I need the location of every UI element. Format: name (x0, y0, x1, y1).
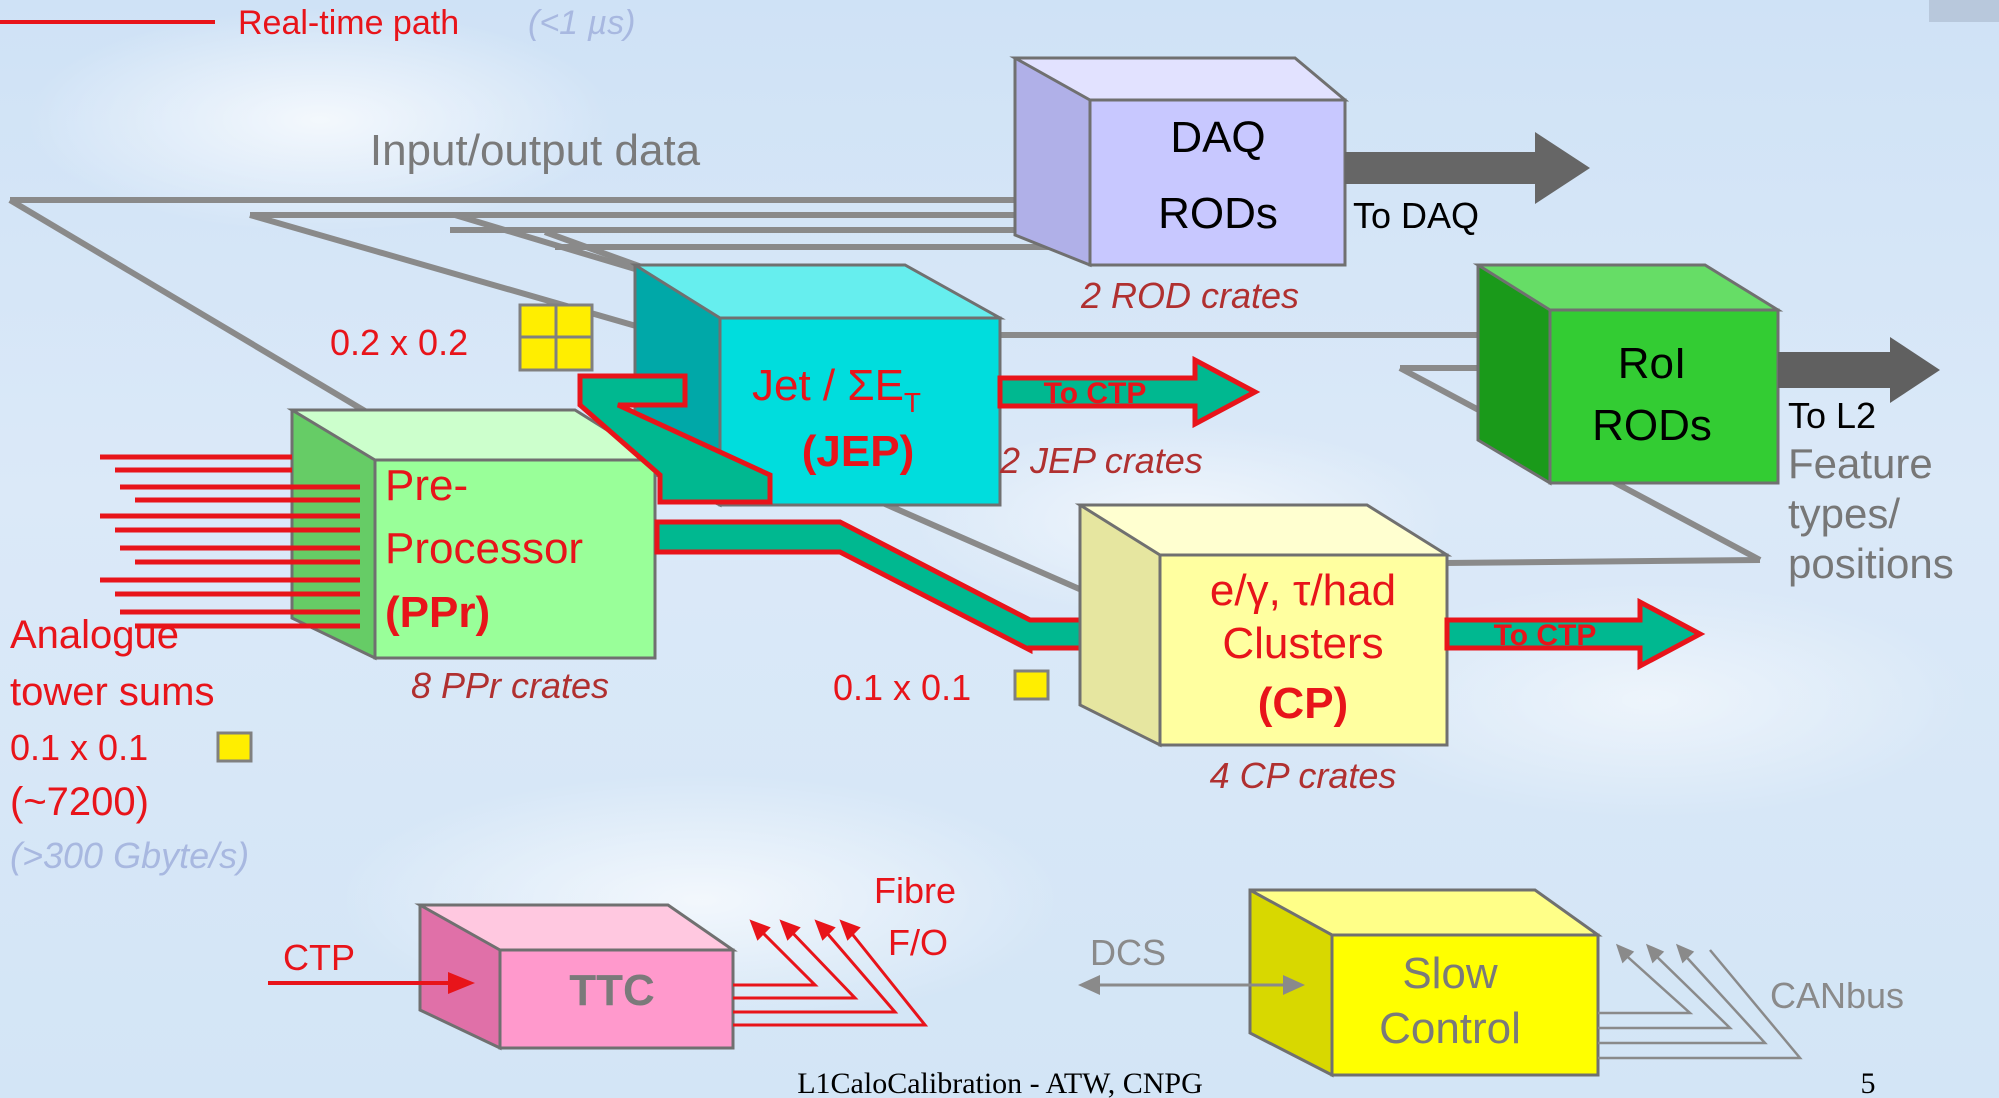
feature-label-3: positions (1788, 540, 1954, 587)
ppr-caption: 8 PPr crates (411, 665, 609, 706)
ctp-input-label: CTP (283, 937, 355, 978)
jep-to-ctp-label: To CTP (1044, 377, 1147, 410)
cp-to-ctp-arrow: To CTP (1444, 597, 1706, 671)
daq-label-2: RODs (1158, 189, 1278, 238)
roi-rods-box: RoI RODs (1472, 263, 1784, 486)
roi-label-2: RODs (1592, 401, 1712, 450)
analogue-label-1: Analogue (10, 613, 179, 657)
analogue-label-3: 0.1 x 0.1 (10, 727, 148, 768)
cp-granularity-label: 0.1 x 0.1 (833, 667, 971, 708)
canbus-lines (1598, 943, 1803, 1060)
io-data-label: Input/output data (370, 126, 701, 175)
fibre-label-2: F/O (888, 922, 948, 963)
feature-label-2: types/ (1788, 490, 1900, 537)
jep-box: Jet / ΣET (JEP) (629, 263, 1006, 508)
page-number: 5 (1861, 1067, 1876, 1098)
daq-caption: 2 ROD crates (1080, 275, 1299, 316)
to-l2-label: To L2 (1788, 395, 1876, 436)
feature-label-1: Feature (1788, 440, 1933, 487)
slow-label-1: Slow (1402, 949, 1498, 998)
cp-caption: 4 CP crates (1210, 755, 1397, 796)
to-l2-arrow (1778, 337, 1940, 403)
roi-label-1: RoI (1618, 339, 1686, 388)
ppr-cp-link (654, 519, 1133, 655)
jep-caption: 2 JEP crates (999, 440, 1203, 481)
ppr-label-1: Pre- (385, 461, 468, 510)
ppr-label-2: Processor (385, 524, 583, 573)
ppr-box: Pre- Processor (PPr) (286, 408, 661, 661)
fibre-fanout-lines (733, 919, 929, 1027)
jep-granularity-label: 0.2 x 0.2 (330, 322, 468, 363)
ttc-label: TTC (569, 966, 655, 1015)
analogue-granularity-square (216, 731, 253, 763)
slow-control-box: Slow Control (1248, 888, 1603, 1078)
cp-label-2: Clusters (1222, 619, 1383, 668)
cp-box: e/γ, τ/had Clusters (CP) (1074, 503, 1453, 748)
daq-label-1: DAQ (1170, 113, 1265, 162)
ppr-label-3: (PPr) (385, 588, 490, 637)
corner-decoration (1929, 0, 1999, 22)
daq-rods-box: DAQ RODs (1009, 56, 1350, 268)
legend-latency: (<1 µs) (528, 4, 635, 42)
jep-to-ctp-arrow: To CTP (997, 355, 1261, 429)
cp-label-3: (CP) (1258, 679, 1348, 728)
canbus-label: CANbus (1770, 975, 1904, 1016)
cp-label-1: e/γ, τ/had (1210, 566, 1396, 615)
slow-label-2: Control (1379, 1004, 1521, 1053)
cp-to-ctp-label: To CTP (1494, 619, 1597, 652)
ttc-box: TTC (414, 903, 738, 1051)
to-daq-label: To DAQ (1353, 195, 1479, 236)
analogue-label-4: (~7200) (10, 780, 149, 824)
dcs-label: DCS (1090, 932, 1166, 973)
cp-granularity-square (1013, 669, 1050, 701)
to-daq-arrow (1345, 132, 1590, 204)
jep-label-1: Jet / ΣET (752, 361, 921, 418)
jep-label-2: (JEP) (802, 427, 914, 476)
ctp-input-arrow (268, 972, 475, 994)
fibre-label-1: Fibre (874, 870, 956, 911)
dcs-arrow (1078, 975, 1305, 995)
analogue-label-5: (>300 Gbyte/s) (10, 835, 249, 876)
jep-granularity-square (518, 303, 594, 372)
analogue-input-lines (100, 454, 360, 629)
legend-label: Real-time path (238, 4, 459, 42)
analogue-label-2: tower sums (10, 670, 215, 714)
footer-text: L1CaloCalibration - ATW, CNPG (797, 1067, 1203, 1098)
ppr-jep-link (577, 373, 773, 505)
